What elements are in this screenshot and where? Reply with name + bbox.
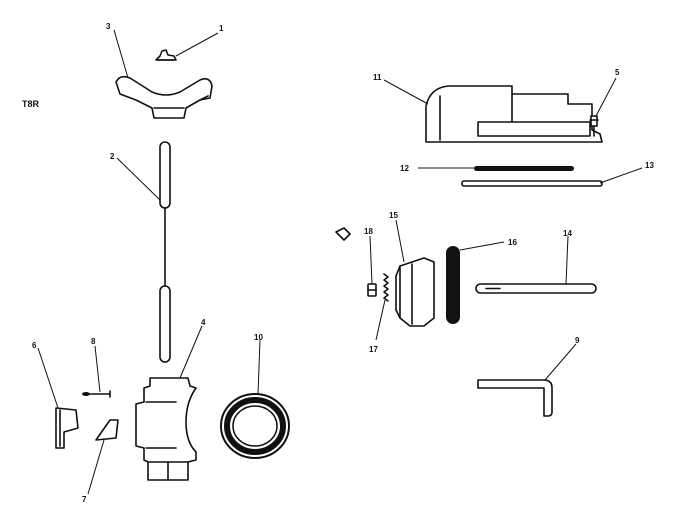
part-15-lever-plate	[395, 257, 435, 327]
leader-1	[175, 32, 219, 57]
leader-11	[383, 79, 429, 105]
leader-5	[595, 77, 617, 117]
part-5-screw	[589, 115, 599, 137]
leader-7	[87, 439, 105, 495]
leader-3	[113, 29, 129, 79]
leader-4	[179, 325, 203, 379]
label-18: 18	[364, 227, 373, 236]
label-17: 17	[369, 345, 378, 354]
label-14: 14	[563, 229, 572, 238]
small-washer-fragment	[335, 227, 351, 241]
label-4: 4	[201, 318, 206, 327]
label-13: 13	[645, 161, 654, 170]
label-8: 8	[91, 337, 96, 346]
label-3: 3	[106, 22, 111, 31]
label-15: 15	[389, 211, 398, 220]
label-10: 10	[254, 333, 263, 342]
label-2: 2	[110, 152, 115, 161]
leader-10	[257, 339, 261, 395]
label-1: 1	[219, 24, 224, 33]
leader-14	[565, 235, 569, 285]
part-16-black-gasket	[446, 246, 460, 324]
leader-6	[37, 347, 59, 409]
part-4-body	[135, 377, 197, 481]
label-5: 5	[615, 68, 620, 77]
leader-15	[395, 219, 405, 263]
part-9-hex-key	[477, 379, 553, 417]
part-2-long-rod	[159, 141, 171, 363]
label-7: 7	[82, 495, 87, 504]
label-6: 6	[32, 341, 37, 350]
part-12-gasket	[474, 166, 574, 171]
part-3-wing-handle	[115, 75, 213, 119]
part-6-bracket	[55, 407, 79, 449]
part-17-spring	[383, 273, 389, 302]
corner-tag: T8R	[22, 99, 40, 109]
label-12: 12	[400, 164, 409, 173]
leader-8	[94, 345, 101, 393]
label-16: 16	[508, 238, 517, 247]
leader-18	[369, 235, 373, 285]
part-10-ring	[220, 393, 290, 459]
leader-9	[544, 343, 577, 381]
part-1-small-cap	[155, 49, 177, 61]
part-7-wedge	[95, 419, 119, 441]
leader-2	[116, 157, 161, 201]
part-13-thin-plate	[461, 180, 603, 187]
part-14-pin-rod	[475, 283, 597, 294]
leader-17	[375, 299, 386, 341]
leader-13	[599, 167, 643, 184]
part-8-pin	[82, 390, 111, 398]
part-18-small-nut	[367, 283, 377, 297]
label-11: 11	[373, 73, 382, 82]
part-11-cover-housing	[425, 85, 603, 143]
leader-16	[459, 241, 505, 251]
label-9: 9	[575, 336, 580, 345]
